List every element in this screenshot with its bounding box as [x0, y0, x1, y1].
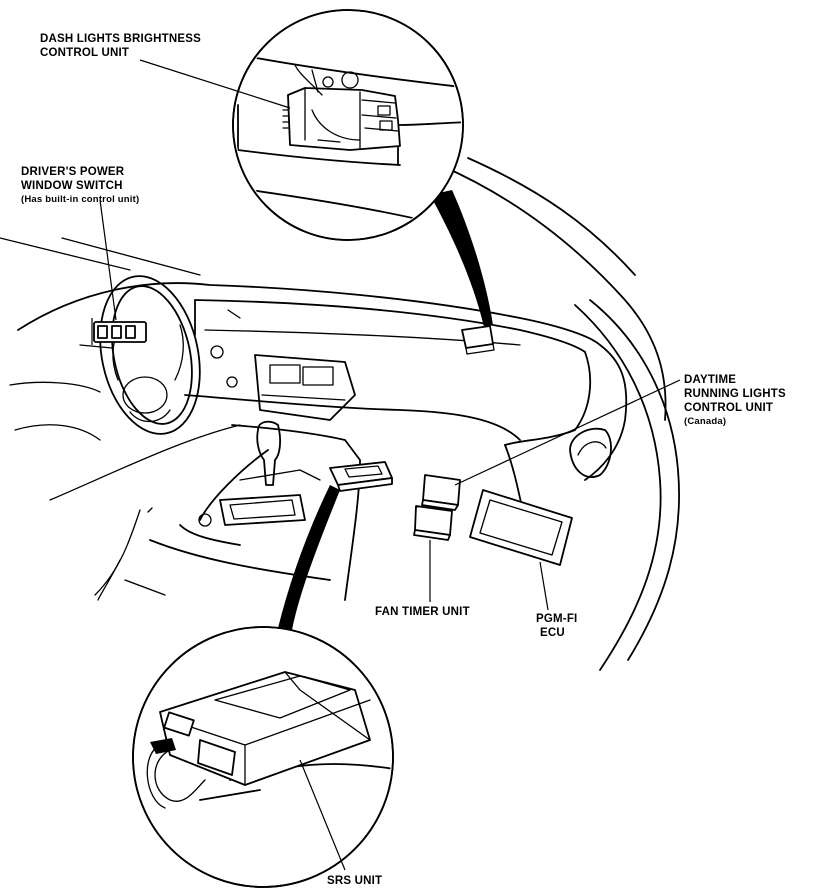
drivers-power-window-line3: (Has built-in control unit) [21, 194, 140, 205]
fan-timer-label: FAN TIMER UNIT [375, 606, 470, 618]
daytime-running-lights-line3: CONTROL UNIT [684, 402, 774, 414]
drivers-power-window-line1: DRIVER'S POWER [21, 166, 125, 178]
srs-unit-callout [132, 485, 394, 888]
pgm-fi-ecu-line2: ECU [540, 627, 565, 639]
pgm-fi-ecu-label: PGM-FI ECU [536, 612, 577, 640]
pgm-fi-ecu-line1: PGM-FI [536, 613, 578, 625]
dashboard [9, 282, 628, 521]
steering-wheel [79, 275, 201, 435]
daytime-running-lights-line4: (Canada) [684, 416, 727, 427]
dash-lights-label: DASH LIGHTS BRIGHTNESS CONTROL UNIT [40, 32, 201, 60]
pgm-fi-ecu-unit [469, 489, 573, 566]
center-console [94, 309, 361, 601]
drivers-power-window-label: DRIVER'S POWER WINDOW SWITCH (Has built-… [21, 165, 139, 207]
body-outline [0, 157, 680, 671]
daytime-running-lights-label: DAYTIME RUNNING LIGHTS CONTROL UNIT (Can… [684, 373, 786, 429]
dash-lights-callout [232, 9, 493, 327]
dash-lights-label-line1: DASH LIGHTS BRIGHTNESS [40, 33, 201, 45]
srs-mount-box [329, 461, 393, 492]
daytime-running-lights-unit [421, 474, 461, 511]
dash-lights-label-line2: CONTROL UNIT [40, 47, 130, 59]
leader-lines [139, 59, 681, 871]
drivers-power-window-line2: WINDOW SWITCH [21, 180, 123, 192]
fan-timer-unit [413, 505, 453, 541]
srs-unit-label: SRS UNIT [327, 875, 383, 887]
dash-lights-unit-location [461, 325, 495, 355]
daytime-running-lights-line1: DAYTIME [684, 374, 737, 386]
power-window-switch [91, 199, 147, 345]
daytime-running-lights-line2: RUNNING LIGHTS [684, 388, 786, 400]
